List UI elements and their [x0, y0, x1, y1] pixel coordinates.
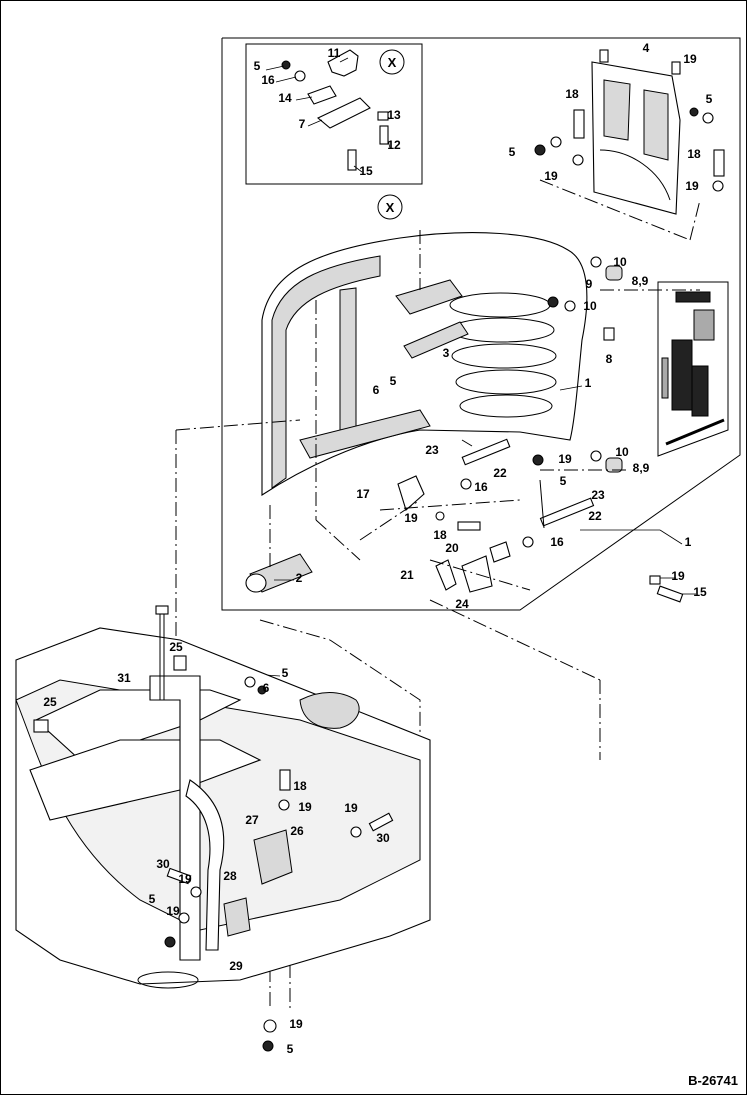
- callout-label: 19: [683, 52, 697, 66]
- callout-label: 10: [613, 255, 627, 269]
- callout-label: 29: [229, 959, 243, 973]
- callout-label: 13: [387, 108, 401, 122]
- callout-label: 15: [359, 164, 373, 178]
- callout-label: 30: [376, 831, 390, 845]
- side-panel: [591, 49, 681, 215]
- detail-x-circle-main: [377, 194, 403, 220]
- callout-label: 25: [43, 695, 57, 709]
- callout-label: 21: [400, 568, 414, 582]
- assembly-boundary: [221, 37, 741, 611]
- callout-label: 19: [671, 569, 685, 583]
- callout-label: 25: [169, 640, 183, 654]
- callout-label: 23: [425, 443, 439, 457]
- callout-label: 18: [565, 87, 579, 101]
- callout-label: 18: [433, 528, 447, 542]
- callout-label: 5: [509, 145, 516, 159]
- assembly-lines: [175, 179, 701, 1010]
- callout-label: 2: [296, 571, 303, 585]
- cover-hardware: [534, 107, 725, 473]
- callout-label: 17: [356, 487, 370, 501]
- callout-label: 28: [223, 869, 237, 883]
- machine-frame: [15, 605, 431, 1052]
- callout-label: 6: [263, 681, 270, 695]
- callout-label: 5: [706, 92, 713, 106]
- callout-label: 26: [290, 824, 304, 838]
- callout-label: 8,9: [633, 461, 650, 475]
- drawing-code: B-26741: [688, 1073, 738, 1088]
- callout-label: 5: [287, 1042, 294, 1056]
- callout-label: 1: [685, 535, 692, 549]
- callout-label: 10: [615, 445, 629, 459]
- callout-label: 22: [493, 466, 507, 480]
- callout-label: 1: [585, 376, 592, 390]
- callout-label: 27: [245, 813, 259, 827]
- callout-label: 8,9: [632, 274, 649, 288]
- callout-label: 18: [293, 779, 307, 793]
- detail-x-parts: [265, 49, 391, 173]
- callout-label: 19: [166, 904, 180, 918]
- detail-x-label-main: X: [386, 200, 395, 215]
- detail-x-label-top: X: [388, 55, 397, 70]
- callout-label: 31: [117, 671, 131, 685]
- callout-label: 19: [544, 169, 558, 183]
- callout-label: 24: [455, 597, 469, 611]
- callout-label: 22: [588, 509, 602, 523]
- callout-label: 4: [643, 41, 650, 55]
- callout-label: 23: [591, 488, 605, 502]
- callout-label: 20: [445, 541, 459, 555]
- seal-roll: [245, 553, 313, 593]
- callout-label: 5: [390, 374, 397, 388]
- engine-cover: [261, 232, 588, 497]
- callout-label: 19: [178, 872, 192, 886]
- callout-label: 3: [443, 346, 450, 360]
- callout-label: 19: [344, 801, 358, 815]
- callout-label: 16: [261, 73, 275, 87]
- callout-label: 30: [156, 857, 170, 871]
- callout-label: 16: [550, 535, 564, 549]
- callout-label: 19: [404, 511, 418, 525]
- callout-label: 5: [254, 59, 261, 73]
- detail-x-markers: X X: [377, 49, 405, 220]
- callout-label: 15: [693, 585, 707, 599]
- decal-sheet: [657, 281, 729, 457]
- callout-label: 9: [586, 277, 593, 291]
- callout-label: 7: [299, 117, 306, 131]
- callout-label: 11: [328, 46, 341, 60]
- callout-label: 12: [387, 138, 401, 152]
- callout-label: 19: [558, 452, 572, 466]
- callout-label: 19: [298, 800, 312, 814]
- callout-label: 18: [687, 147, 701, 161]
- callout-label: 19: [685, 179, 699, 193]
- callout-label: 10: [583, 299, 597, 313]
- latch-hardware: [397, 438, 684, 603]
- callout-label: 8: [606, 352, 613, 366]
- callout-label: 16: [474, 480, 488, 494]
- detail-x-circle-top: [379, 49, 405, 75]
- callout-label: 5: [282, 666, 289, 680]
- callout-label: 5: [560, 474, 567, 488]
- callout-label: 19: [289, 1017, 303, 1031]
- callout-label: 5: [149, 892, 156, 906]
- callout-label: 6: [373, 383, 380, 397]
- callout-label: 14: [278, 91, 292, 105]
